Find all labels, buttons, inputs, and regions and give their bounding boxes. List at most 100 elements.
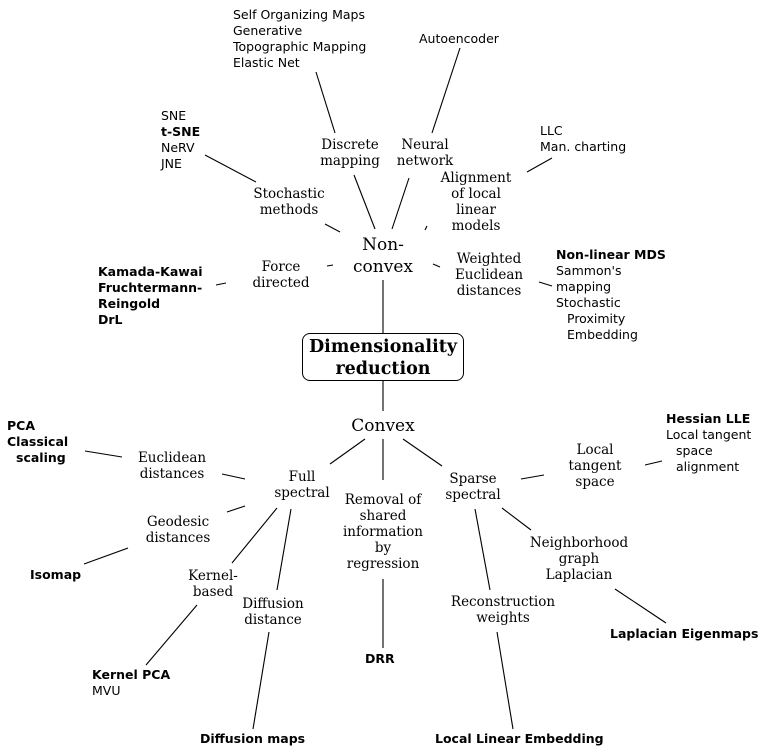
category-stochastic-methods: Stochastic methods — [247, 186, 331, 218]
category-line: distances — [139, 466, 205, 482]
branch-nonconvex: Non- convex — [348, 234, 418, 278]
edge-nonconvex-weighted — [432, 263, 441, 268]
edge-nonconvex-alignment — [424, 225, 428, 231]
category-reconstruction-weights: Reconstruction weights — [444, 594, 562, 626]
method-mvu: MVU — [92, 683, 121, 698]
category-line: graph — [558, 551, 600, 567]
category-line: Sparse — [449, 471, 497, 487]
edge-sparse-localtangent — [520, 474, 545, 480]
edge-sparse-reconstruction — [474, 508, 491, 591]
category-line: shared — [359, 508, 407, 524]
category-line: Discrete — [321, 137, 379, 153]
method-hessian-lle: Hessian LLE — [666, 411, 751, 426]
method-sne: SNE — [161, 108, 187, 123]
category-line: Diffusion — [242, 596, 304, 612]
category-full-spectral: Full spectral — [264, 469, 340, 501]
edge-euclidean-methods — [84, 450, 123, 458]
edge-convex-sparse — [402, 438, 443, 467]
methods-removal: DRR — [365, 651, 395, 667]
method-man-charting: Man. charting — [540, 139, 627, 154]
edge-full-diffusion — [276, 508, 292, 591]
category-line: Force — [261, 259, 301, 275]
category-geodesic-distances: Geodesic distances — [134, 514, 222, 546]
method-topographic-mapping: Topographic Mapping — [233, 39, 367, 54]
edge-stochastic-methods — [204, 154, 257, 183]
category-line: Stochastic — [253, 186, 325, 202]
edge-kernel-methods — [145, 604, 198, 666]
methods-geodesic-distances: Isomap — [30, 567, 81, 583]
methods-stochastic: SNE t-SNE NeRV JNE — [161, 108, 200, 172]
category-line: based — [192, 584, 234, 600]
category-line: tangent — [568, 458, 622, 474]
method-diffusion-maps: Diffusion maps — [200, 731, 306, 746]
category-line: Kernel- — [188, 568, 238, 584]
methods-diffusion-distance: Diffusion maps — [200, 731, 305, 747]
category-line: Euclidean — [137, 450, 207, 466]
category-euclidean-distances: Euclidean distances — [128, 450, 216, 482]
method-kernel-pca: Kernel PCA — [92, 667, 171, 682]
method-isomap: Isomap — [30, 567, 82, 582]
category-kernel-based: Kernel- based — [178, 568, 248, 600]
method-llc: LLC — [540, 123, 563, 138]
method-kamada-kawai: Kamada-Kawai — [98, 264, 203, 279]
category-removal-shared-information: Removal of shared information by regress… — [338, 492, 428, 572]
method-laplacian-eigenmaps: Laplacian Eigenmaps — [610, 626, 759, 641]
method-self-organizing-maps: Self Organizing Maps — [233, 7, 365, 22]
root-line-1: Dimensionality — [309, 337, 457, 357]
method-space: space — [676, 443, 713, 458]
method-jne: JNE — [161, 156, 182, 171]
category-line: Euclidean — [454, 267, 524, 283]
category-neural-network: Neural network — [393, 137, 457, 169]
edge-localtangent-methods — [644, 460, 663, 466]
methods-neural-network: Autoencoder — [419, 31, 499, 47]
edge-nonconvex-force — [326, 264, 334, 267]
method-scaling: scaling — [16, 450, 66, 465]
category-line: Alignment — [440, 170, 512, 186]
method-embedding: Embedding — [567, 327, 638, 342]
category-force-directed: Force directed — [241, 259, 321, 291]
category-line: Neighborhood — [529, 535, 629, 551]
edge-full-euclidean — [221, 473, 246, 480]
methods-reconstruction-weights: Local Linear Embedding — [435, 731, 604, 747]
methods-local-tangent-space: Hessian LLE Local tangent space alignmen… — [666, 411, 751, 475]
method-fruchtermann: Fruchtermann- — [98, 280, 203, 295]
category-line: by — [374, 540, 392, 556]
category-diffusion-distance: Diffusion distance — [236, 596, 310, 628]
category-alignment-local-linear: Alignment of local linear models — [434, 170, 518, 234]
edge-full-kernel — [231, 507, 278, 564]
category-line: distances — [145, 530, 211, 546]
method-autoencoder: Autoencoder — [419, 31, 499, 46]
edge-nonconvex-discrete — [353, 174, 376, 230]
methods-force-directed: Kamada-Kawai Fruchtermann- Reingold DrL — [98, 264, 203, 328]
methods-kernel-based: Kernel PCA MVU — [92, 667, 170, 699]
method-drr: DRR — [365, 651, 395, 666]
method-alignment: alignment — [676, 459, 740, 474]
method-reingold: Reingold — [98, 296, 161, 311]
category-line: Removal of — [344, 492, 422, 508]
category-line: linear — [456, 202, 496, 218]
edge-diffusion-methods — [252, 631, 270, 730]
method-local-tangent: Local tangent — [666, 427, 752, 442]
category-line: methods — [259, 202, 319, 218]
branch-convex: Convex — [343, 415, 423, 437]
category-discrete-mapping: Discrete mapping — [310, 137, 390, 169]
category-line: spectral — [274, 485, 330, 501]
methods-discrete-mapping: Self Organizing Maps Generative Topograp… — [233, 7, 366, 71]
edge-convex-full — [329, 438, 366, 465]
category-line: Weighted — [456, 251, 522, 267]
category-line: Neural — [401, 137, 449, 153]
methods-alignment: LLC Man. charting — [540, 123, 626, 155]
category-line: Reconstruction — [450, 594, 556, 610]
category-line: space — [575, 474, 615, 490]
category-line: spectral — [445, 487, 501, 503]
category-line: distances — [456, 283, 522, 299]
methods-neighborhood-graph: Laplacian Eigenmaps — [610, 626, 758, 642]
edge-nonconvex-stochastic — [324, 223, 341, 233]
category-line: regression — [346, 556, 420, 572]
category-line: Local — [576, 442, 614, 458]
branch-convex-label: Convex — [351, 416, 415, 436]
category-weighted-euclidean: Weighted Euclidean distances — [446, 251, 532, 299]
root-node-dimensionality-reduction: Dimensionality reduction — [302, 333, 464, 381]
edge-full-geodesic — [226, 505, 246, 513]
